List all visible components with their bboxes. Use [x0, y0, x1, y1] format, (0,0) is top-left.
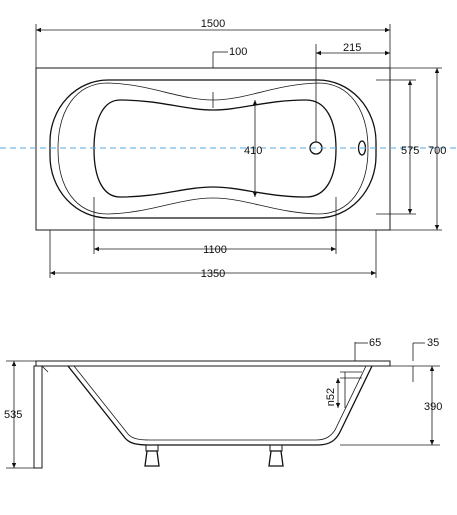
tub-inner-bottom — [93, 99, 337, 198]
dim-overall-length: 1500 — [201, 18, 225, 30]
tub-foot-right — [268, 444, 284, 467]
dim-bowl-length: 1350 — [201, 268, 225, 280]
tub-foot-left — [144, 444, 160, 467]
dim-rim-thickness: 35 — [427, 337, 439, 349]
dim-inner-width: 410 — [244, 145, 262, 157]
tub-side-inner — [73, 365, 367, 441]
dim-rim-offset: 100 — [229, 46, 247, 58]
tub-bowl-inner-line — [57, 82, 369, 215]
tub-side-body — [67, 365, 373, 446]
dim-overall-width: 700 — [428, 145, 446, 157]
dim-bottom-length: 1100 — [203, 244, 227, 256]
dim-drain-offset: 215 — [343, 42, 361, 54]
dim-bowl-width: 575 — [401, 145, 419, 157]
front-panel — [33, 365, 43, 469]
dim-rim-depth: 65 — [369, 337, 381, 349]
dim-drain-height: n52 — [325, 388, 337, 406]
dim-inner-depth: 390 — [424, 401, 442, 413]
tub-bowl-outline — [49, 79, 377, 219]
side-view: 65 35 n52 390 535 — [4, 337, 442, 469]
top-view: 1500 100 215 410 575 700 1100 1350 — [0, 18, 457, 280]
dim-overall-height: 535 — [4, 409, 22, 421]
tub-side-rim — [35, 360, 391, 367]
